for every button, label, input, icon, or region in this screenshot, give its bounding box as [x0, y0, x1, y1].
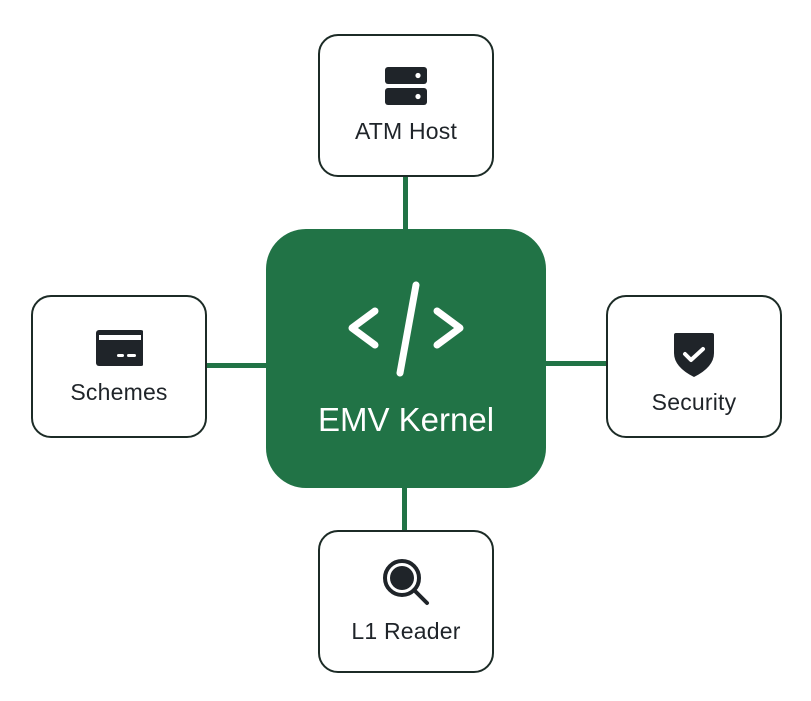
connector-atm-host	[403, 175, 408, 231]
connector-schemes	[205, 363, 268, 368]
node-schemes[interactable]: Schemes	[31, 295, 207, 438]
connector-l1-reader	[402, 486, 407, 532]
node-security[interactable]: Security	[606, 295, 782, 438]
node-label: ATM Host	[354, 118, 458, 144]
shield-check-icon	[674, 333, 714, 377]
credit-card-icon	[96, 330, 143, 366]
node-atm-host[interactable]: ATM Host	[318, 34, 494, 177]
node-label: L1 Reader	[351, 618, 461, 644]
code-icon	[348, 281, 464, 377]
node-l1-reader[interactable]: L1 Reader	[318, 530, 494, 673]
connector-security	[544, 361, 607, 366]
center-node-emv-kernel[interactable]: EMV Kernel	[266, 229, 546, 488]
search-icon	[383, 559, 429, 605]
center-label: EMV Kernel	[317, 401, 495, 438]
node-label: Schemes	[70, 379, 168, 405]
node-label: Security	[651, 389, 737, 415]
server-icon	[385, 67, 427, 105]
